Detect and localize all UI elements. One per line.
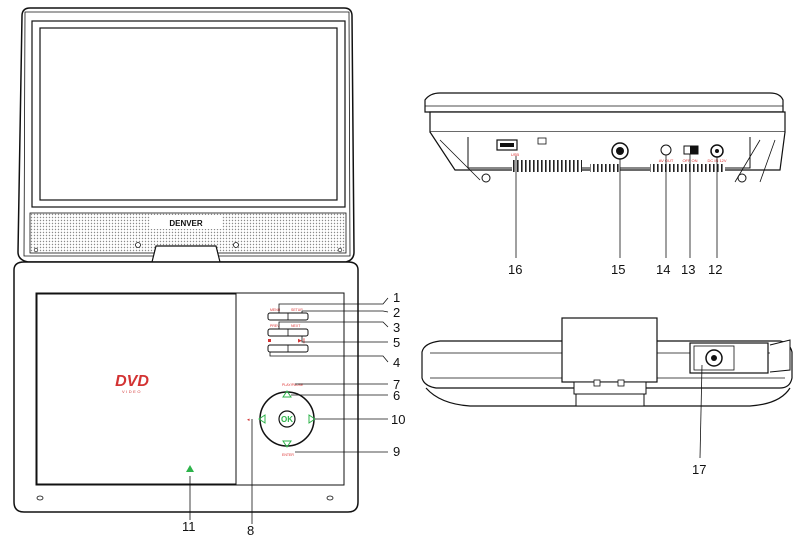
player-lid: DENVER <box>17 7 355 263</box>
svg-text:ENTER: ENTER <box>282 453 294 457</box>
callout-numbers-side: 16 15 14 13 12 <box>508 262 722 277</box>
back-view <box>421 317 793 407</box>
left-arrow-icon[interactable] <box>258 414 266 424</box>
up-arrow-icon[interactable] <box>282 390 292 398</box>
dvd-logo: DVD VIDEO <box>115 373 149 394</box>
av-out-jack[interactable] <box>660 144 672 156</box>
callout-14: 14 <box>656 262 670 277</box>
svg-text:◂: ◂ <box>247 417 250 423</box>
callout-numbers-front: 1 2 3 5 4 7 6 10 9 8 11 <box>182 290 405 537</box>
svg-text:DVD: DVD <box>115 373 149 390</box>
leader-lines-side <box>515 154 718 258</box>
callout-16: 16 <box>508 262 522 277</box>
nav-pad[interactable]: OK PLAY/PAUSE ENTER ◂ <box>247 383 316 457</box>
disc-open-button[interactable] <box>186 465 194 472</box>
player-base: DVD VIDEO <box>13 261 359 513</box>
stop-icon <box>268 339 271 342</box>
callout-5: 5 <box>393 335 400 350</box>
ok-button[interactable] <box>278 410 296 428</box>
callout-9: 9 <box>393 444 400 459</box>
side-vent-right <box>650 164 725 172</box>
brand-label: DENVER <box>169 219 203 228</box>
callout-4: 4 <box>393 355 400 370</box>
callout-15: 15 <box>611 262 625 277</box>
ok-label: OK <box>281 415 293 424</box>
back-hinge <box>561 317 658 383</box>
callout-12: 12 <box>708 262 722 277</box>
svg-text:USB: USB <box>511 152 520 157</box>
disc-lid <box>36 293 237 485</box>
callout-7: 7 <box>393 377 400 392</box>
svg-text:MENU: MENU <box>270 308 281 312</box>
control-panel: MENU SETUP PREV NEXT ▶❙ <box>267 308 309 353</box>
side-view: USB AV OUT OFF ON DC IN 12V <box>424 92 786 183</box>
callout-10: 10 <box>391 412 405 427</box>
leader-lines-front <box>189 297 389 524</box>
svg-text:PLAY/PAUSE: PLAY/PAUSE <box>282 383 304 387</box>
svg-text:PREV: PREV <box>270 324 280 328</box>
callout-1: 1 <box>393 290 400 305</box>
down-arrow-icon[interactable] <box>282 440 292 448</box>
svg-text:NEXT: NEXT <box>291 324 301 328</box>
callout-11: 11 <box>182 519 196 534</box>
callout-3: 3 <box>393 320 400 335</box>
callout-2: 2 <box>393 305 400 320</box>
lcd-screen <box>39 27 338 201</box>
svg-text:SETUP: SETUP <box>291 308 303 312</box>
callout-17: 17 <box>692 462 706 477</box>
side-vent-left <box>512 160 582 172</box>
right-arrow-icon[interactable] <box>308 414 316 424</box>
callout-13: 13 <box>681 262 695 277</box>
callout-8: 8 <box>247 523 254 537</box>
svg-text:VIDEO: VIDEO <box>122 389 142 394</box>
callout-6: 6 <box>393 388 400 403</box>
